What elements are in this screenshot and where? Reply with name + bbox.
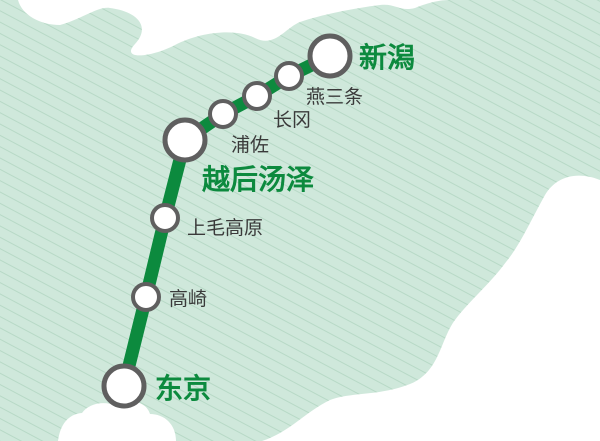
station-label-takasaki: 高崎 xyxy=(169,288,207,310)
cloud-shape xyxy=(58,401,176,441)
station-nagaoka[interactable] xyxy=(242,81,272,111)
station-label-nagaoka: 长冈 xyxy=(273,109,311,131)
station-label-tsubamesanjo: 燕三条 xyxy=(306,86,363,108)
station-echigo-yuzawa[interactable] xyxy=(162,117,208,163)
station-niigata[interactable] xyxy=(307,33,353,79)
station-label-urasa: 浦佐 xyxy=(231,134,269,156)
station-tsubamesanjo[interactable] xyxy=(274,61,304,91)
station-label-niigata: 新潟 xyxy=(359,41,415,74)
station-jomo-kogen[interactable] xyxy=(150,203,180,233)
station-takasaki[interactable] xyxy=(131,282,161,312)
station-tokyo[interactable] xyxy=(101,363,147,409)
station-label-jomo-kogen: 上毛高原 xyxy=(187,217,263,239)
station-label-tokyo: 东京 xyxy=(155,372,211,405)
station-label-echigo-yuzawa: 越后汤泽 xyxy=(202,163,314,196)
station-urasa[interactable] xyxy=(208,99,238,129)
